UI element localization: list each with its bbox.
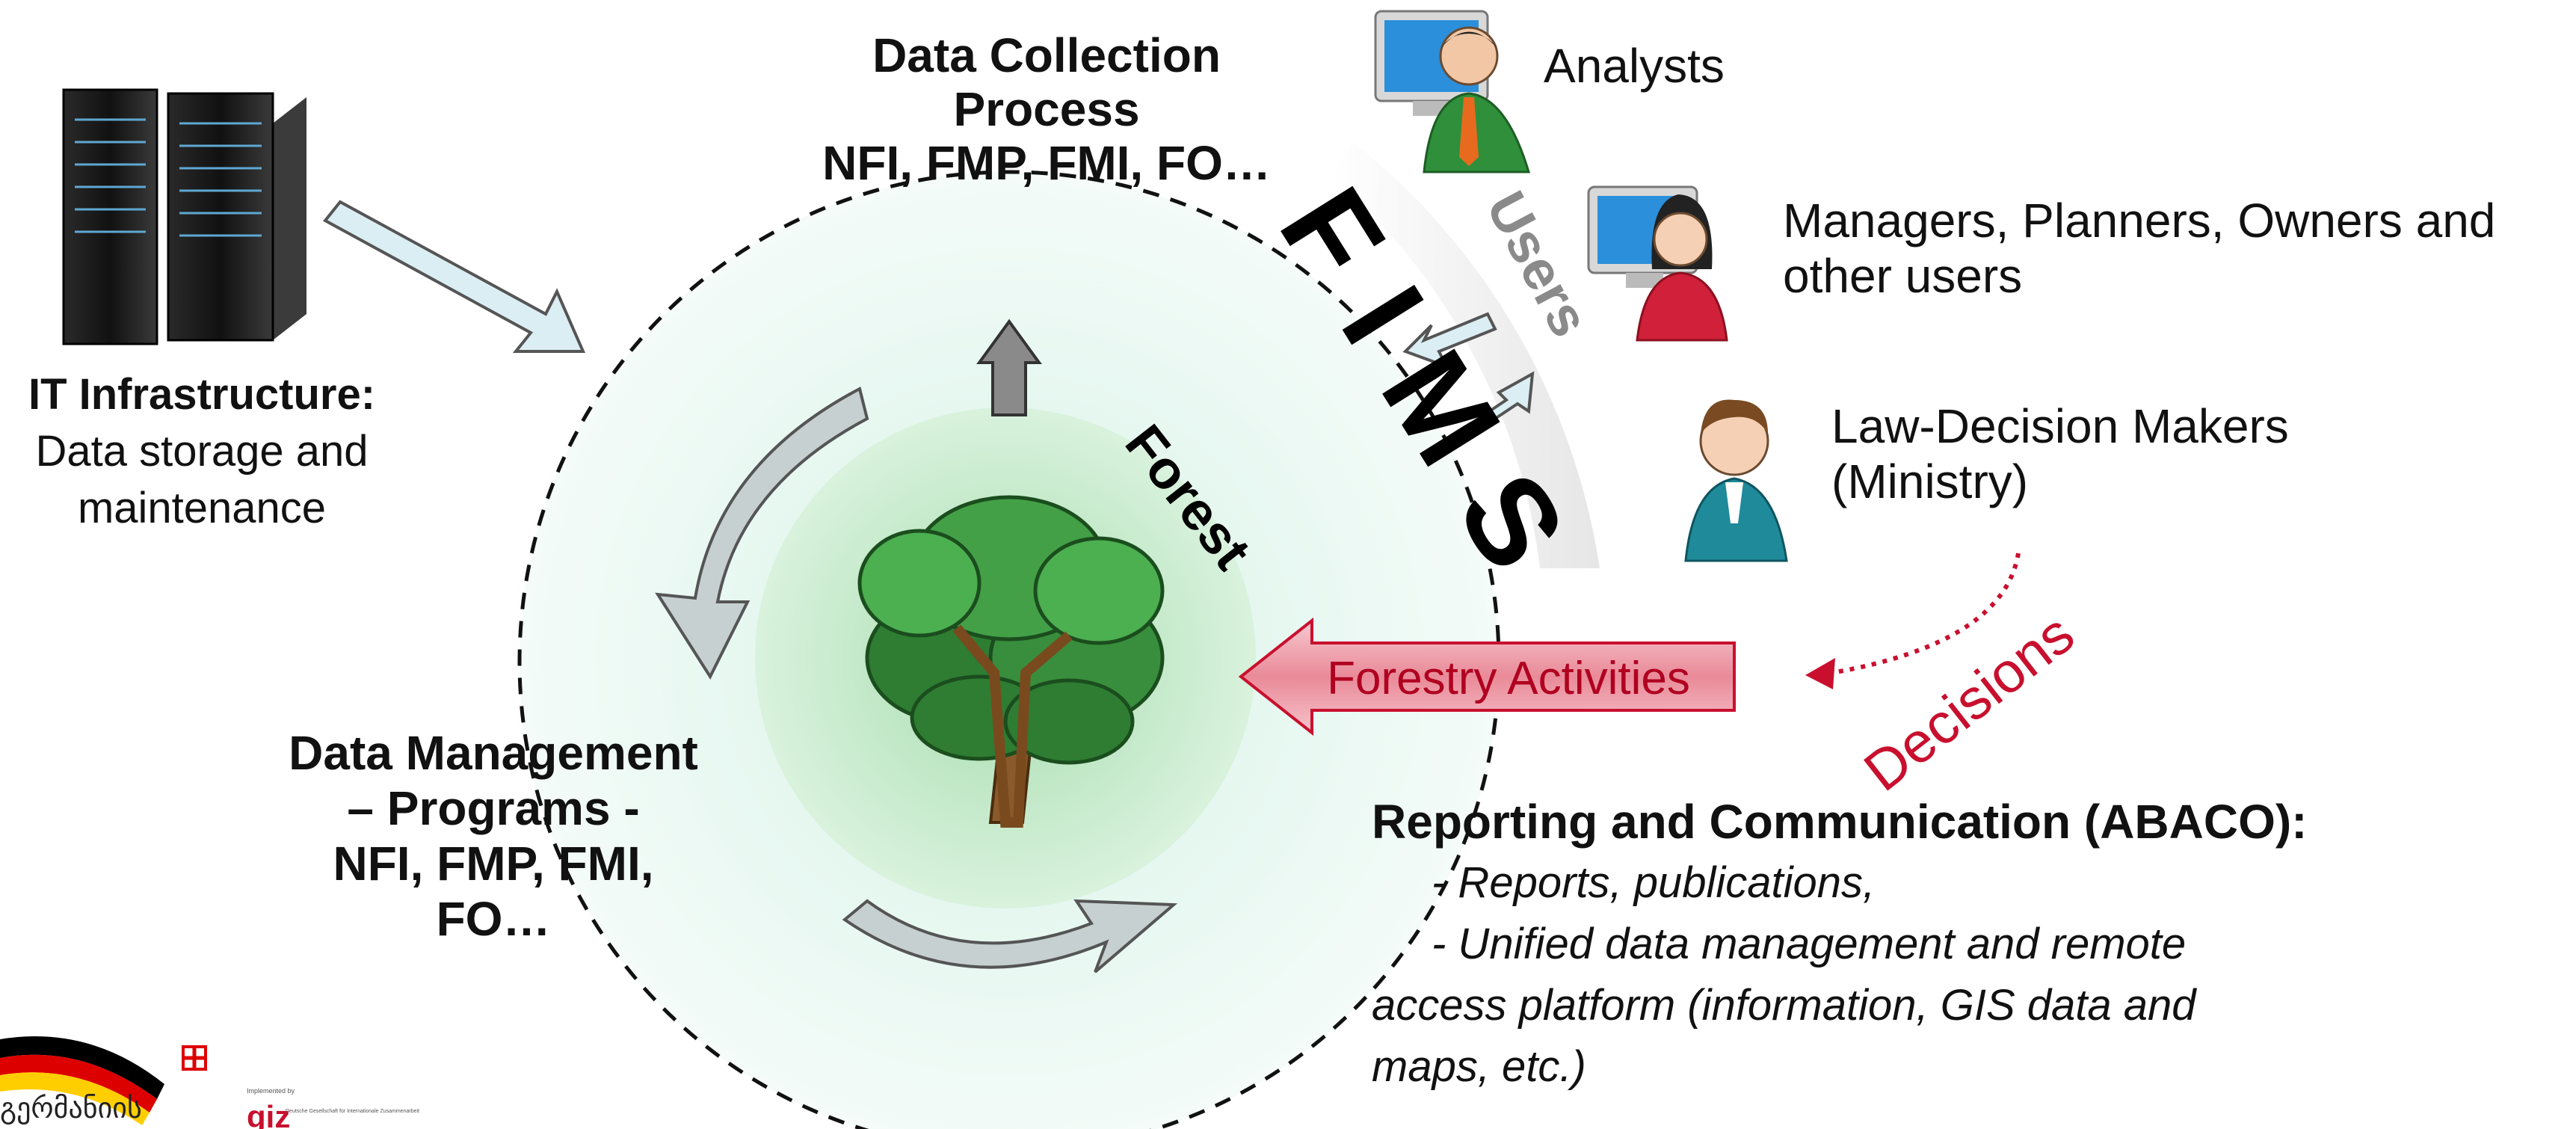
lawmakers-line1: Law-Decision Makers bbox=[1831, 399, 2289, 453]
manager-icon bbox=[1587, 185, 1728, 342]
data-management-line2: – Programs - bbox=[347, 781, 640, 835]
forestry-activities-arrow bbox=[1238, 617, 1736, 736]
decisions-arrowhead bbox=[1805, 658, 1835, 689]
lawmakers-label: Law-Decision Makers (Ministry) bbox=[1831, 399, 2289, 509]
reporting-item2-cont2: maps, etc.) bbox=[1372, 1042, 1586, 1091]
lawmaker-icon bbox=[1684, 399, 1788, 562]
reporting-item1: - Reports, publications, bbox=[1432, 858, 1876, 907]
managers-line2: other users bbox=[1783, 249, 2023, 303]
analyst-icon bbox=[1374, 10, 1531, 173]
tree-icon bbox=[857, 495, 1165, 828]
decisions-dotted-arrow bbox=[1831, 553, 2021, 675]
left-cycle-arrow bbox=[655, 387, 869, 680]
up-arrow bbox=[976, 319, 1042, 416]
analysts-label: Analysts bbox=[1544, 39, 1725, 93]
lawmakers-line2: (Ministry) bbox=[1831, 455, 2029, 508]
german-cooperation-logo bbox=[0, 1036, 207, 1125]
data-collection-line1: Data Collection bbox=[872, 28, 1221, 82]
german-logo-text: გერმანიის bbox=[0, 1092, 142, 1125]
reporting-item2: - Unified data management and remote bbox=[1432, 920, 2187, 968]
it-infrastructure-title: IT Infrastructure: bbox=[28, 370, 376, 419]
reporting-section: Reporting and Communication (ABACO): - R… bbox=[1372, 791, 2538, 1098]
data-collection-line2: Process bbox=[953, 82, 1140, 136]
data-management-line3: NFI, FMP, FMI, bbox=[333, 837, 654, 890]
managers-label: Managers, Planners, Owners and other use… bbox=[1783, 193, 2495, 304]
data-collection-line3: NFI, FMP, FMI, FO… bbox=[822, 136, 1271, 190]
giz-logo: giz bbox=[247, 1099, 290, 1129]
reporting-item2-cont1: access platform (information, GIS data a… bbox=[1372, 981, 2196, 1030]
it-infrastructure-label: IT Infrastructure: Data storage and main… bbox=[0, 366, 404, 537]
giz-implemented-by: Implemented by bbox=[247, 1087, 295, 1095]
data-management-label: Data Management – Programs - NFI, FMP, F… bbox=[247, 725, 740, 947]
users-arc-band bbox=[1331, 142, 1600, 568]
decisions-label: Decisions bbox=[1852, 602, 2086, 804]
it-infrastructure-line1: Data storage and bbox=[35, 427, 369, 476]
fims-to-users-arrow bbox=[1458, 371, 1535, 436]
managers-line1: Managers, Planners, Owners and bbox=[1783, 194, 2496, 247]
bottom-cycle-arrow bbox=[842, 899, 1178, 973]
giz-full-name: Deutsche Gesellschaft für Internationale… bbox=[286, 1109, 419, 1114]
users-to-fims-arrow bbox=[1402, 312, 1497, 369]
data-management-line4: FO… bbox=[436, 892, 551, 946]
data-management-line1: Data Management bbox=[289, 726, 698, 780]
it-to-fims-arrow bbox=[322, 200, 586, 353]
data-collection-label: Data Collection Process NFI, FMP, FMI, F… bbox=[777, 28, 1316, 190]
forestry-activities-label: Forestry Activities bbox=[1327, 653, 1690, 704]
it-infrastructure-line2: maintenance bbox=[77, 484, 327, 532]
server-icon bbox=[62, 88, 306, 345]
reporting-title: Reporting and Communication (ABACO): bbox=[1372, 795, 2308, 849]
